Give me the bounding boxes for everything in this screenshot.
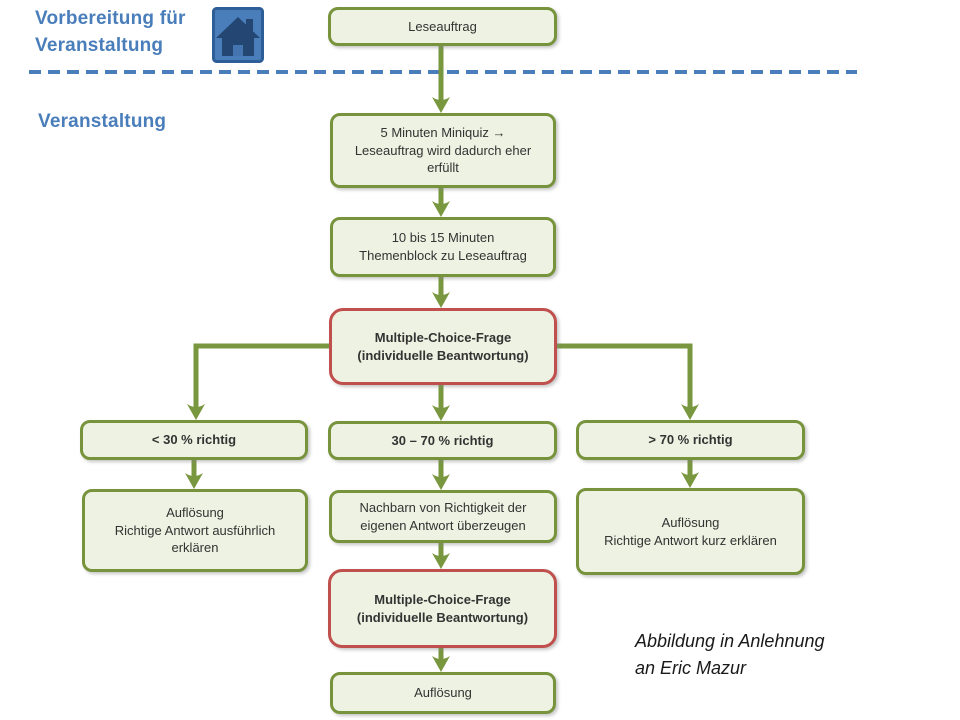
flow-node-under-30-percent: < 30 % richtig	[80, 420, 308, 460]
flow-node-aufloesung-kurz: Auflösung Richtige Antwort kurz erklären	[576, 488, 805, 575]
flow-node-multiple-choice-2: Multiple-Choice-Frage (individuelle Bean…	[328, 569, 557, 648]
flow-node-30-to-70-percent: 30 – 70 % richtig	[328, 421, 557, 460]
flow-node-miniquiz: 5 Minuten Miniquiz → Leseauftrag wird da…	[330, 113, 556, 188]
section-title-event: Veranstaltung	[38, 111, 167, 132]
flow-node-themenblock: 10 bis 15 Minuten Themenblock zu Leseauf…	[330, 217, 556, 277]
attribution-caption: Abbildung in Anlehnung an Eric Mazur	[635, 631, 825, 678]
flow-node-aufloesung-final: Auflösung	[330, 672, 556, 714]
flow-node-leseauftrag: Leseauftrag	[328, 7, 557, 46]
flow-node-multiple-choice-1: Multiple-Choice-Frage (individuelle Bean…	[329, 308, 557, 385]
flow-node-nachbarn-ueberzeugen: Nachbarn von Richtigkeit der eigenen Ant…	[329, 490, 557, 543]
flow-node-over-70-percent: > 70 % richtig	[576, 420, 805, 460]
section-title-preparation: Vorbereitung für Veranstaltung	[35, 8, 186, 56]
home-button[interactable]	[212, 7, 264, 63]
home-icon	[212, 7, 264, 63]
flow-node-aufloesung-ausfuehrlich: Auflösung Richtige Antwort ausführlich e…	[82, 489, 308, 572]
